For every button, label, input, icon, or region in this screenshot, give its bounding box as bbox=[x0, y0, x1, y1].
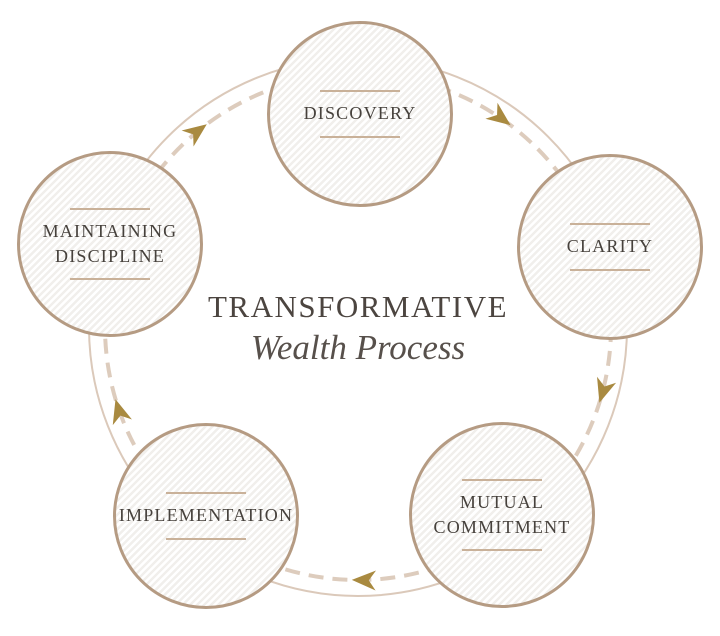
label-rule-top bbox=[166, 492, 246, 495]
flow-arrow-icon-maintaining-discipline-to-discovery bbox=[181, 124, 207, 147]
diagram-title: TRANSFORMATIVE bbox=[207, 289, 509, 324]
label-rule-bottom bbox=[462, 549, 542, 552]
process-step-label: IMPLEMENTATION bbox=[118, 505, 294, 526]
diagram-title-block: TRANSFORMATIVE Wealth Process bbox=[0, 289, 716, 369]
process-step-label: DISCOVERY bbox=[303, 103, 417, 124]
process-step-label: CLARITY bbox=[566, 236, 654, 257]
flow-arrow-icon-clarity-to-mutual-commitment bbox=[597, 376, 617, 403]
label-rule-top bbox=[320, 90, 400, 93]
label-rule-bottom bbox=[70, 278, 150, 281]
diagram-subtitle: Wealth Process bbox=[250, 328, 466, 367]
process-step-discovery: DISCOVERY bbox=[267, 21, 453, 207]
flow-arrow-icon-implementation-to-maintaining-discipline bbox=[112, 399, 132, 426]
label-rule-top bbox=[570, 223, 650, 226]
flow-arrow-icon-discovery-to-clarity bbox=[485, 102, 511, 126]
process-step-implementation: IMPLEMENTATION bbox=[113, 423, 299, 609]
flow-arrow-icon-mutual-commitment-to-implementation bbox=[351, 570, 377, 591]
process-step-clarity: CLARITY bbox=[517, 154, 703, 340]
label-rule-top bbox=[70, 207, 150, 210]
label-rule-bottom bbox=[166, 537, 246, 540]
label-rule-bottom bbox=[320, 135, 400, 138]
label-rule-top bbox=[462, 478, 542, 481]
label-rule-bottom bbox=[570, 268, 650, 271]
